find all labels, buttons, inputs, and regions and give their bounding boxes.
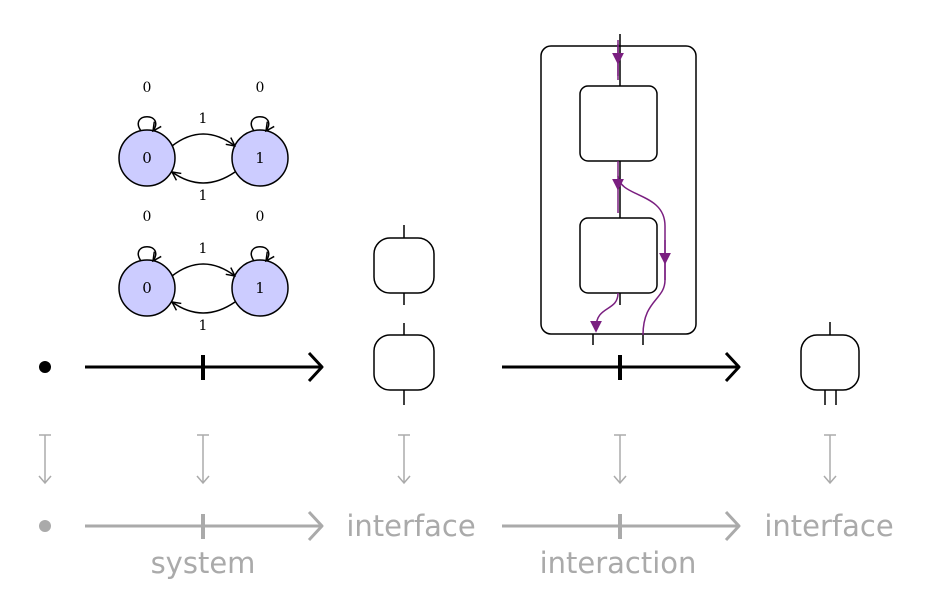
edge-backward xyxy=(172,172,236,184)
edge-forward-label: 1 xyxy=(199,241,208,257)
interface-box-final xyxy=(800,322,860,405)
gray-interaction-arrow xyxy=(502,510,741,542)
purple-flow xyxy=(590,40,671,336)
edge-forward-label: 1 xyxy=(199,111,208,127)
state-0 xyxy=(118,129,176,187)
maps-to-arrow xyxy=(823,434,837,485)
inner-box-top xyxy=(579,85,658,162)
maps-to-arrow xyxy=(196,434,210,485)
maps-to-arrow xyxy=(38,434,52,485)
automaton-top: 0 1 0 0 1 1 xyxy=(118,80,289,204)
inner-box-bottom xyxy=(579,217,658,294)
maps-to-arrow xyxy=(397,434,411,485)
main-row xyxy=(39,34,860,405)
state-1-label: 1 xyxy=(255,149,265,167)
self-loop-1-label: 0 xyxy=(256,209,265,225)
interface-label: interface xyxy=(764,509,893,543)
state-1 xyxy=(231,259,289,317)
self-loop-1 xyxy=(250,246,269,261)
self-loop-0-label: 0 xyxy=(143,209,152,225)
mapping-arrows xyxy=(38,434,837,485)
edge-backward xyxy=(172,302,236,314)
edge-backward-label: 1 xyxy=(199,188,208,204)
automaton-bottom: 0 1 0 0 1 1 xyxy=(118,209,289,334)
state-0 xyxy=(118,259,176,317)
system-arrow xyxy=(85,351,324,383)
edge-forward xyxy=(171,263,235,276)
edge-backward-label: 1 xyxy=(199,318,208,334)
interaction-label: interaction xyxy=(540,546,697,580)
state-0-label: 0 xyxy=(142,149,152,167)
interface-label: interface xyxy=(346,509,475,543)
maps-to-arrow xyxy=(613,434,627,485)
edge-forward xyxy=(171,133,235,146)
system-label: system xyxy=(151,546,256,580)
state-1-label: 1 xyxy=(255,279,265,297)
gray-point-dot xyxy=(39,520,51,532)
interface-box xyxy=(373,237,435,294)
interface-box xyxy=(373,334,435,391)
point-dot xyxy=(39,361,51,373)
gray-system-arrow xyxy=(85,510,324,542)
self-loop-1-label: 0 xyxy=(256,80,265,96)
self-loop-1 xyxy=(250,116,269,131)
state-1 xyxy=(231,129,289,187)
self-loop-0-label: 0 xyxy=(143,80,152,96)
interaction-arrow xyxy=(502,351,741,383)
self-loop-0 xyxy=(137,246,156,261)
self-loop-0 xyxy=(137,116,156,131)
gray-row xyxy=(39,510,741,542)
state-0-label: 0 xyxy=(142,279,152,297)
interface-box-stack xyxy=(373,225,435,405)
